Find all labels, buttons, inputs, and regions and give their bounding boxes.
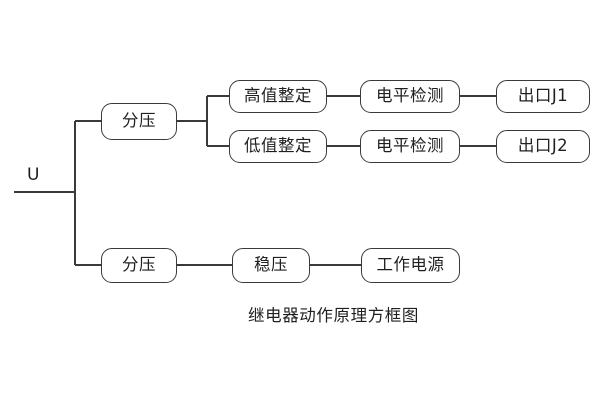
block-low-setting: 低值整定 [229,130,327,163]
block-label: 电平检测 [376,136,444,156]
block-regulator: 稳压 [232,248,310,283]
block-label: 稳压 [254,255,288,275]
block-label: 高值整定 [244,86,312,106]
block-label: 电平检测 [376,86,444,106]
block-label: 低值整定 [244,136,312,156]
block-level-detect-1: 电平检测 [360,80,460,113]
block-work-supply: 工作电源 [361,248,460,283]
wire-layer [14,95,496,266]
block-label: 分压 [122,111,156,131]
block-label: 分压 [122,255,156,275]
block-high-setting: 高值整定 [229,80,327,113]
block-label: 出口J2 [517,136,569,156]
block-divider-lower: 分压 [101,248,177,283]
block-output-j2: 出口J2 [496,130,590,163]
block-divider-upper: 分压 [101,103,177,140]
block-label: 工作电源 [376,255,445,275]
block-output-j1: 出口J1 [496,80,590,113]
source-voltage-label: U [27,165,40,185]
block-label: 出口J1 [517,86,569,106]
block-level-detect-2: 电平检测 [360,130,460,163]
figure-caption: 继电器动作原理方框图 [248,306,419,325]
